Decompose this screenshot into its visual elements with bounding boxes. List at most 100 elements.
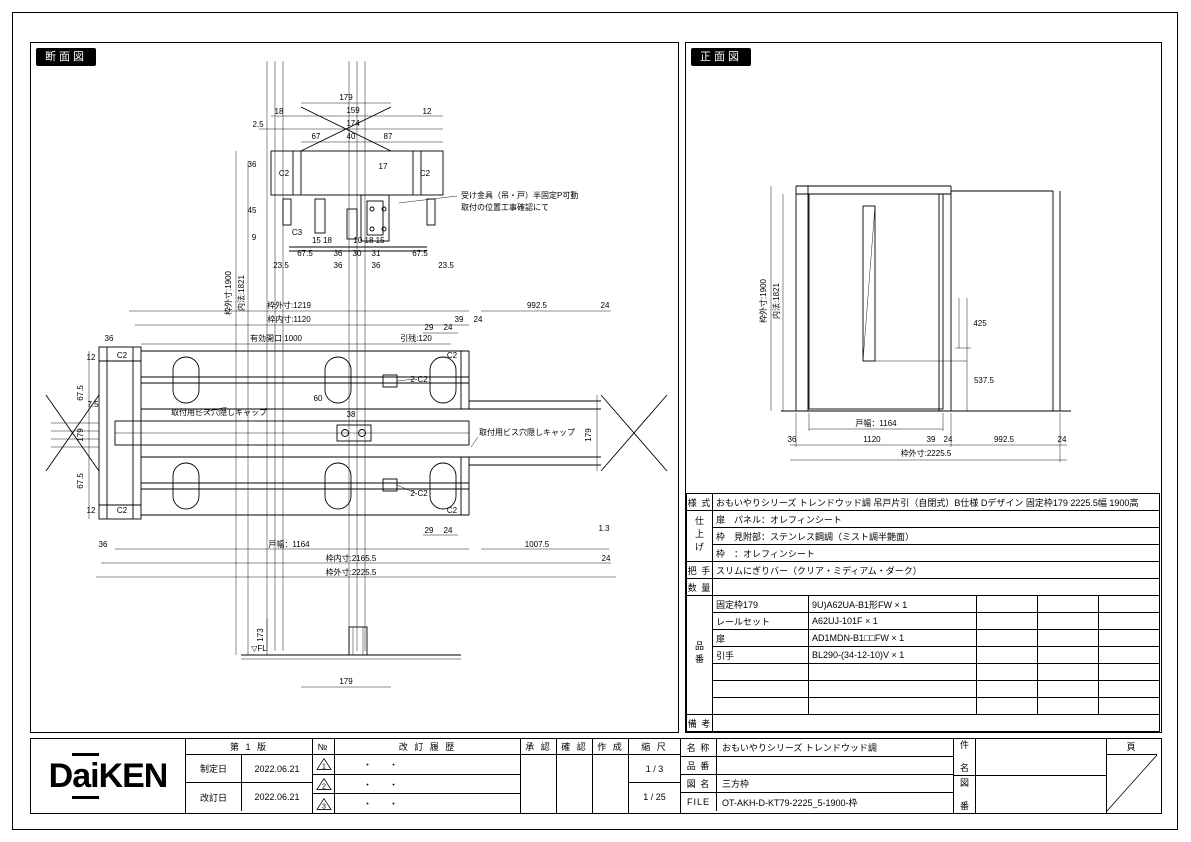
empty-cell bbox=[712, 663, 809, 681]
dimension-text: 39 bbox=[927, 435, 936, 444]
spec-part-row bbox=[687, 697, 1160, 715]
dimension-text: 9 bbox=[252, 233, 257, 242]
dimension-lines bbox=[51, 102, 616, 688]
spec-remarks-label: 備 考 bbox=[686, 714, 713, 732]
dimension-text: 67 bbox=[312, 132, 321, 141]
svg-text:1: 1 bbox=[322, 764, 326, 771]
revision-triangle-icon: 2 bbox=[315, 777, 332, 790]
empty-cell bbox=[1098, 629, 1160, 647]
doc-drawing-label: 図 名 bbox=[681, 775, 717, 792]
scale-column: 縮 尺 1 / 3 1 / 25 bbox=[629, 739, 681, 813]
doc-name-value: おもいやりシリーズ トレンドウッド調 bbox=[722, 743, 877, 753]
empty-cell bbox=[1037, 595, 1099, 613]
dimension-text: 67.5 bbox=[76, 473, 85, 489]
spec-quantity-label: 数 量 bbox=[686, 578, 713, 596]
dimension-text: 戸幅：1164 bbox=[268, 539, 310, 549]
approval-cell bbox=[521, 755, 556, 813]
dimension-text: 2-C2 bbox=[410, 489, 428, 498]
dimension-text: 537.5 bbox=[974, 376, 995, 385]
dimension-text: 引残:120 bbox=[400, 333, 432, 343]
spec-handle-value: スリムにぎりバー（クリア・ミディアム・ダーク） bbox=[712, 561, 1160, 579]
dimension-text: 30 bbox=[353, 249, 362, 258]
dimension-text: 17 bbox=[379, 162, 388, 171]
empty-cell bbox=[976, 629, 1038, 647]
edition-row-label: 改訂日 bbox=[186, 783, 242, 811]
dimension-text: C2 bbox=[279, 169, 290, 178]
empty-cell bbox=[808, 663, 977, 681]
author-cell bbox=[593, 755, 628, 813]
edition-row-value: 2022.06.21 bbox=[254, 792, 300, 802]
doc-code-label: 品 番 bbox=[681, 757, 717, 774]
empty-cell bbox=[1098, 663, 1160, 681]
dimension-text: 36 bbox=[105, 334, 114, 343]
doc-drawing-row: 図 名 三方枠 bbox=[681, 775, 953, 793]
edition-table: 第 1 版 制定日 2022.06.21 改訂日 2022.06.21 bbox=[186, 739, 313, 813]
spec-row-finish: 枠 見附部：ステンレス鋼調（ミスト調半艶面） bbox=[687, 527, 1160, 545]
spec-table: 様 式 おもいやりシリーズ トレンドウッド調 吊戸片引（自閉式）B仕様 Dデザイ… bbox=[686, 493, 1161, 732]
dimension-text: 45 bbox=[248, 206, 257, 215]
edition-row: 改訂日 2022.06.21 bbox=[186, 783, 312, 811]
dimension-text: 枠外寸:2225.5 bbox=[901, 448, 952, 458]
approval-column: 承 認 bbox=[521, 739, 557, 813]
dimension-text: 24 bbox=[602, 554, 611, 563]
doc-code-row: 品 番 bbox=[681, 757, 953, 775]
doc-name-label: 名 称 bbox=[681, 739, 717, 756]
doc-file-row: FILE OT-AKH-D-KT79-2225_5-1900-枠 bbox=[681, 793, 953, 811]
empty-cell bbox=[808, 680, 977, 698]
door-elevation bbox=[781, 185, 1071, 412]
spec-row-quantity: 数 量 bbox=[686, 578, 1160, 596]
subject-row: 件 名 bbox=[954, 739, 1106, 776]
dimension-text: 67.5 bbox=[297, 249, 313, 258]
revision-history-header: 改 訂 履 歴 bbox=[335, 739, 520, 755]
dimension-text: 992.5 bbox=[527, 301, 548, 310]
spec-row-finish: 仕上げ 扉 パネル：オレフィンシート bbox=[686, 510, 1160, 562]
dimension-text: 15 18 bbox=[312, 236, 333, 245]
dimension-text: C2 bbox=[117, 351, 128, 360]
spec-part-row: レールセット A62UJ-101F × 1 bbox=[687, 612, 1160, 630]
front-view-label: 正面図 bbox=[691, 48, 751, 66]
dimension-text: 取付用ビス穴隠しキャップ bbox=[479, 427, 575, 437]
dimension-text: 179 bbox=[584, 428, 593, 442]
dimension-text: 12 bbox=[423, 107, 432, 116]
empty-cell bbox=[1037, 697, 1099, 715]
scale-value: 1 / 25 bbox=[643, 792, 666, 802]
dimension-text: 2.5 bbox=[252, 120, 264, 129]
dimension-text: 24 bbox=[444, 526, 453, 535]
dimension-text: C2 bbox=[420, 169, 431, 178]
dimension-text: 36 bbox=[248, 160, 257, 169]
part-number: AD1MDN-B1□□FW × 1 bbox=[808, 629, 977, 647]
empty-cell bbox=[976, 646, 1038, 664]
dimension-text: 179 bbox=[339, 677, 353, 686]
doc-code-value bbox=[717, 757, 953, 774]
doc-file-label: FILE bbox=[681, 793, 717, 811]
empty-cell bbox=[976, 595, 1038, 613]
dimension-text: 67.5 bbox=[76, 385, 85, 401]
drawing-number-row: 図 番 bbox=[954, 776, 1106, 813]
dimension-text: 425 bbox=[973, 319, 987, 328]
corner-diagonal-icon bbox=[1107, 755, 1157, 811]
dimension-text: 992.5 bbox=[994, 435, 1015, 444]
dimension-text: 174 bbox=[346, 119, 360, 128]
spec-part-row bbox=[687, 680, 1160, 698]
scale-value: 1 / 3 bbox=[629, 755, 680, 783]
doc-drawing-value: 三方枠 bbox=[722, 779, 750, 789]
dimension-text: C2 bbox=[447, 351, 458, 360]
subject-value bbox=[976, 739, 1106, 775]
empty-cell bbox=[1037, 646, 1099, 664]
dimension-text: 67.5 bbox=[412, 249, 428, 258]
elevation-dimension-lines bbox=[770, 186, 1067, 462]
empty-cell bbox=[976, 697, 1038, 715]
subject-label: 件 名 bbox=[954, 739, 976, 775]
edition-header: 第 1 版 bbox=[186, 739, 312, 755]
dimension-text: 36 bbox=[788, 435, 797, 444]
project-info: 件 名 図 番 bbox=[954, 739, 1107, 813]
plan-view bbox=[45, 346, 668, 520]
dimension-text: 受け金具（吊・戸）半固定P可動 bbox=[461, 190, 578, 200]
spec-part-row: 扉 AD1MDN-B1□□FW × 1 bbox=[687, 629, 1160, 647]
dimension-text: 18 bbox=[275, 107, 284, 116]
approval-header: 承 認 bbox=[521, 739, 556, 755]
dimension-text: 24 bbox=[1058, 435, 1067, 444]
dimension-text: 24 bbox=[474, 315, 483, 324]
dimension-text: 10 18 15 bbox=[353, 236, 385, 245]
empty-cell bbox=[1037, 612, 1099, 630]
